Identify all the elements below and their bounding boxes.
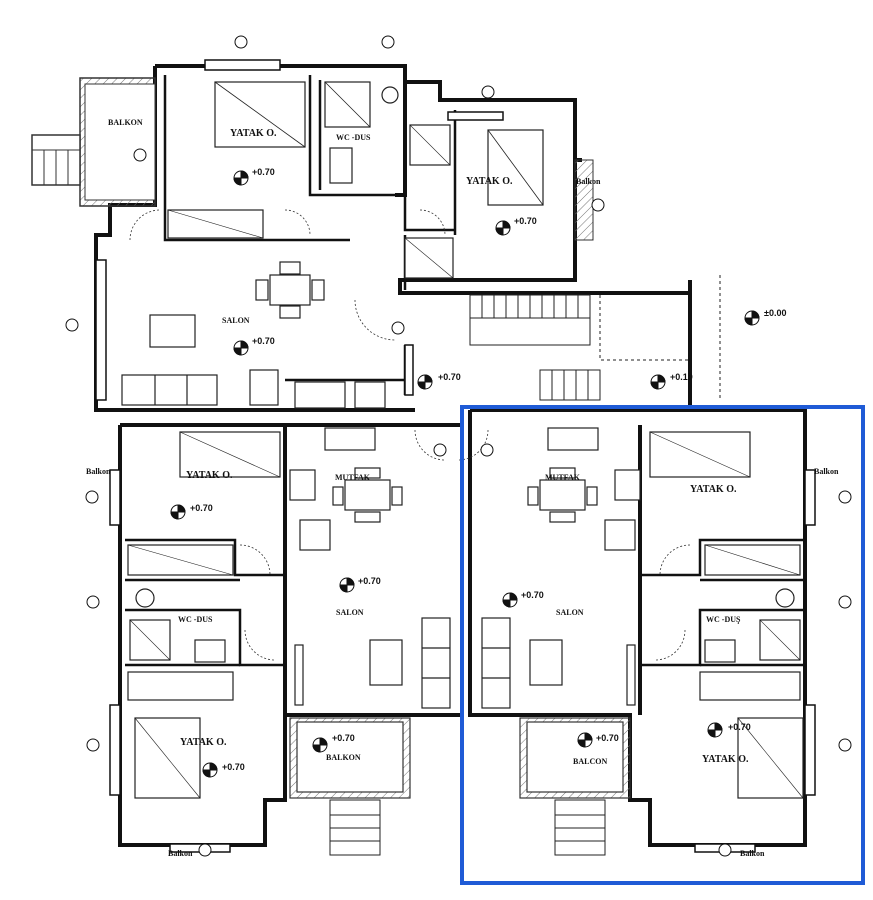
level-ground: ±0.00 <box>764 308 787 318</box>
level-balkon-left: +0.70 <box>332 733 355 743</box>
balcony-upper-right <box>574 159 594 241</box>
room-label-salon-left: SALON <box>336 608 364 617</box>
window-tag-icon <box>65 35 852 857</box>
level-salon-upper: +0.70 <box>252 336 275 346</box>
level-bedroom-6: +0.70 <box>728 722 751 732</box>
level-bedroom-1: +0.70 <box>252 167 275 177</box>
room-label-salon-upper: SALON <box>222 316 250 325</box>
room-label-balkon-upper: BALKON <box>108 118 143 127</box>
level-bedroom-3: +0.70 <box>190 503 213 513</box>
highlighted-unit-frame <box>460 405 865 885</box>
room-label-bedroom-2: YATAK O. <box>466 176 513 187</box>
room-label-bedroom-4: YATAK O. <box>180 737 227 748</box>
room-label-wc-left: WC -DUS <box>178 615 213 624</box>
room-label-balkon-upper-right: Balkon <box>576 177 601 186</box>
level-balkon-right: +0.70 <box>596 733 619 743</box>
room-label-bedroom-1: YATAK O. <box>230 128 277 139</box>
room-label-balkon-lower-left: BALKON <box>326 753 361 762</box>
entry-stairs <box>329 799 606 856</box>
door-swing-icon <box>129 209 691 661</box>
level-bedroom-4: +0.70 <box>222 762 245 772</box>
room-label-balkon-bottom-left: Balkon <box>168 849 193 858</box>
room-label-wc-upper: WC -DUS <box>336 133 371 142</box>
level-hall: +0.70 <box>438 372 461 382</box>
lower-balconies <box>289 717 631 799</box>
level-bedroom-2: +0.70 <box>514 216 537 226</box>
room-label-mutfak-left: MUTFAK <box>335 473 370 482</box>
level-landing: +0.10 <box>670 372 693 382</box>
room-label-balkon-bottom-right: Balkon <box>740 849 765 858</box>
level-marker-icon <box>170 170 760 778</box>
room-label-mutfak-right: MUTFAK <box>545 473 580 482</box>
central-stair <box>469 275 721 401</box>
room-label-bedroom-3: YATAK O. <box>186 470 233 481</box>
room-label-bedroom-6: YATAK O. <box>702 754 749 765</box>
level-salon-right: +0.70 <box>521 590 544 600</box>
room-label-bedroom-5: YATAK O. <box>690 484 737 495</box>
level-salon-left: +0.70 <box>358 576 381 586</box>
room-label-wc-right: WC -DUŞ <box>706 615 741 624</box>
balcony-upper-left <box>31 77 156 207</box>
room-label-salon-right: SALON <box>556 608 584 617</box>
room-label-balkon-right: Balkon <box>814 467 839 476</box>
furniture <box>121 81 804 799</box>
room-label-balcon-lower-right: BALCON <box>573 757 608 766</box>
room-label-balkon-left: Balkon <box>86 467 111 476</box>
